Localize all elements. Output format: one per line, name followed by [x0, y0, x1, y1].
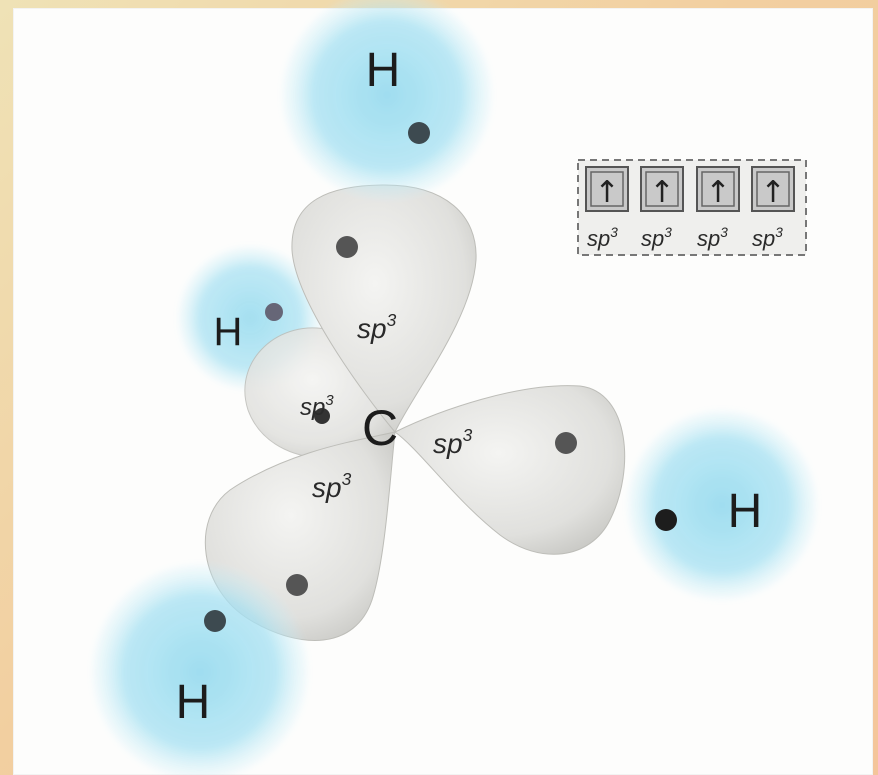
- orbital-box-label-base: sp: [752, 226, 775, 251]
- sp3-label-right: sp3: [433, 425, 473, 459]
- sp3-label-lower: sp3: [312, 469, 352, 503]
- svg-text:sp3: sp3: [587, 225, 618, 251]
- orbital-box-cell: ↑ sp3: [640, 166, 684, 251]
- carbon-label: C: [362, 400, 398, 456]
- electron-dot: [286, 574, 308, 596]
- sp3-label-upper: sp3: [357, 310, 397, 344]
- electron-dot: [336, 236, 358, 258]
- hydrogen-orbital-bottom: [92, 564, 308, 775]
- orbital-box-label-exp: 3: [610, 225, 618, 240]
- hydrogen-label-bottom: H: [176, 676, 211, 729]
- sp3-label-base: sp: [357, 313, 387, 344]
- electron-dot: [314, 408, 330, 424]
- hydrogen-orbital-top: [282, 0, 492, 200]
- orbital-electron-box: ↑ sp3 ↑ sp3 ↑ sp3 ↑ sp3: [577, 159, 807, 256]
- orbital-box-label-base: sp: [641, 226, 664, 251]
- sp3-label-base: sp: [433, 428, 463, 459]
- orbital-box-cell: ↑ sp3: [585, 166, 629, 251]
- orbital-box-label-exp: 3: [720, 225, 728, 240]
- orbital-box-cell: ↑ sp3: [696, 166, 740, 251]
- electron-dot: [408, 122, 430, 144]
- hydrogen-label-top: H: [366, 44, 401, 97]
- sp3-label-exp: 3: [387, 310, 397, 330]
- hydrogen-label-right: H: [728, 485, 763, 538]
- up-arrow-icon: ↑: [760, 175, 785, 210]
- orbital-box-cell: ↑ sp3: [751, 166, 795, 251]
- orbital-box-label-exp: 3: [775, 225, 783, 240]
- sp3-label-exp: 3: [325, 393, 334, 409]
- sp3-lobe-right: [394, 385, 626, 555]
- electron-dot: [555, 432, 577, 454]
- orbital-box-label-base: sp: [587, 226, 610, 251]
- up-arrow-icon: ↑: [705, 175, 730, 210]
- svg-text:sp3: sp3: [697, 225, 728, 251]
- up-arrow-icon: ↑: [594, 175, 619, 210]
- sp3-label-base: sp: [300, 394, 325, 421]
- electron-dot: [265, 303, 283, 321]
- orbital-box-label-base: sp: [697, 226, 720, 251]
- svg-text:sp3: sp3: [641, 225, 672, 251]
- electron-dot: [655, 509, 677, 531]
- svg-text:sp3: sp3: [752, 225, 783, 251]
- sp3-label-base: sp: [312, 472, 342, 503]
- sp3-label-back: sp3: [300, 393, 334, 421]
- electron-dot: [204, 610, 226, 632]
- sp3-label-exp: 3: [463, 425, 473, 445]
- hydrogen-orbital-right: [627, 410, 817, 600]
- up-arrow-icon: ↑: [649, 175, 674, 210]
- hydrogen-label-left: H: [214, 310, 243, 354]
- orbital-box-label-exp: 3: [664, 225, 672, 240]
- sp3-label-exp: 3: [342, 469, 352, 489]
